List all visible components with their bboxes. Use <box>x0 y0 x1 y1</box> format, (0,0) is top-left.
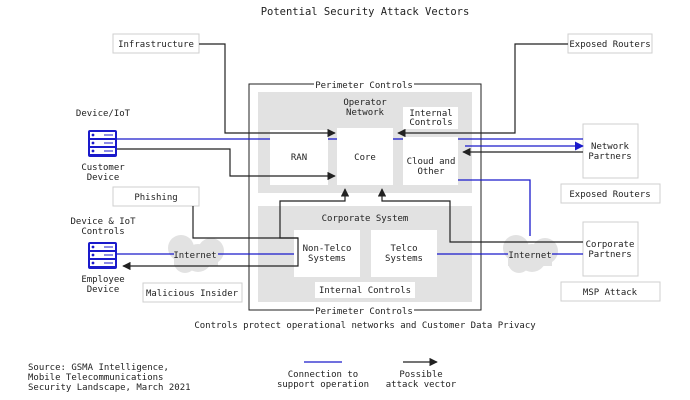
source-line3: Security Landscape, March 2021 <box>28 383 191 393</box>
legend-connection-line1: Connection to <box>288 370 358 380</box>
network-partners-box <box>582 123 639 179</box>
customer-device-line1: Customer <box>81 163 125 173</box>
cloud-other-line1: Cloud and <box>407 157 456 167</box>
employee-device-line2: Device <box>87 285 120 295</box>
internet-right-label: Internet <box>508 251 551 261</box>
cloud-other-line2: Other <box>417 167 445 177</box>
infrastructure-label: Infrastructure <box>118 40 194 50</box>
attack-vector-arrows <box>117 43 583 271</box>
malicious-insider-label: Malicious Insider <box>146 289 239 299</box>
corporate-partners-box <box>582 221 639 277</box>
source-line1: Source: GSMA Intelligence, <box>28 363 169 373</box>
phishing-label: Phishing <box>134 193 177 203</box>
non-telco-line1: Non-Telco <box>303 244 352 254</box>
non-telco-box <box>294 230 360 277</box>
cloud-other-box <box>403 137 458 185</box>
network-partners-line1: Network <box>591 142 630 152</box>
legend-connection-line2: support operation <box>277 380 369 390</box>
corporate-system-label: Corporate System <box>322 214 409 224</box>
internal-controls-bottom-label: Internal Controls <box>319 286 411 296</box>
internal-controls-top-line1: Internal <box>409 109 452 119</box>
corporate-partners-line2: Partners <box>588 250 631 260</box>
exposed-routers-mid-label: Exposed Routers <box>569 190 650 200</box>
perimeter-controls-bottom-label: Perimeter Controls <box>315 307 413 317</box>
internal-controls-top-line2: Controls <box>409 118 452 128</box>
non-telco-line2: Systems <box>308 254 346 264</box>
internal-controls-bottom-box <box>315 282 415 298</box>
corporate-partners-line1: Corporate <box>586 240 635 250</box>
telco-box <box>371 230 437 277</box>
operator-network-label-line2: Network <box>346 108 385 118</box>
ran-label: RAN <box>291 153 307 163</box>
device-iot-label: Device/IoT <box>76 109 131 119</box>
network-partners-line2: Partners <box>588 152 631 162</box>
source-line2: Mobile Telecommunications <box>28 373 163 383</box>
legend-attack-line2: attack vector <box>386 380 457 390</box>
internal-controls-top-box <box>403 107 458 129</box>
malicious-insider-box <box>142 282 243 303</box>
msp-attack-label: MSP Attack <box>583 288 638 298</box>
msp-attack-box <box>560 281 661 302</box>
device-iot-controls-line1: Device & IoT <box>70 217 136 227</box>
operator-network-label-line1: Operator <box>343 98 387 108</box>
server-stack-icon <box>88 130 117 157</box>
cloud-icon <box>168 235 224 273</box>
connection-lines <box>117 138 584 255</box>
perimeter-controls-top-label: Perimeter Controls <box>315 81 413 91</box>
internet-left-label: Internet <box>173 251 216 261</box>
legend-attack-line1: Possible <box>399 370 442 380</box>
exposed-routers-mid-box <box>560 183 661 204</box>
employee-device-line1: Employee <box>81 275 124 285</box>
diagram-caption: Controls protect operational networks an… <box>194 321 536 331</box>
page-title: Potential Security Attack Vectors <box>261 6 470 18</box>
telco-line1: Telco <box>390 244 417 254</box>
telco-line2: Systems <box>385 254 423 264</box>
device-iot-controls-line2: Controls <box>81 227 124 237</box>
server-stack-icon <box>88 242 117 269</box>
core-box <box>337 128 393 185</box>
exposed-routers-top-label: Exposed Routers <box>569 40 650 50</box>
phishing-box <box>112 186 200 207</box>
core-label: Core <box>354 153 376 163</box>
customer-device-line2: Device <box>87 173 120 183</box>
